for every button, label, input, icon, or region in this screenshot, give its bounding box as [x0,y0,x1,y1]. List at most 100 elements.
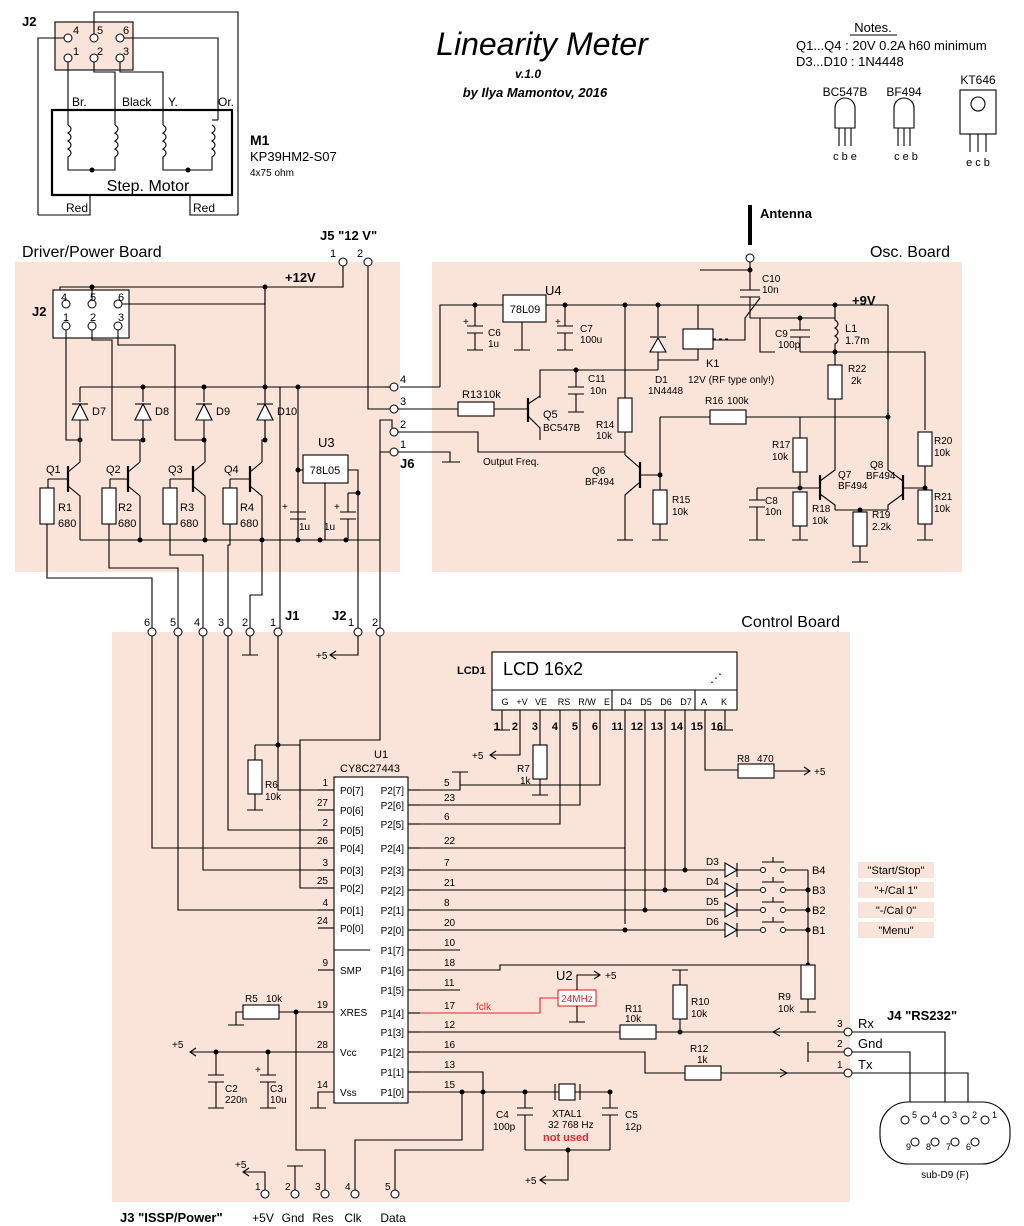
svg-text:Or.: Or. [218,95,234,109]
button-label-text: "Menu" [878,925,913,937]
lcd-pin-label: E [604,697,610,707]
driver-board: J5 "12 V" 1 2 +12V J2 4 5 6 1 2 3 [32,228,414,637]
svg-text:1k: 1k [520,776,532,787]
button-label-text: "+/Cal 1" [875,885,918,897]
dsub-pin [950,1137,960,1147]
svg-text:+5: +5 [316,651,328,662]
lcd-pin-label: VE [535,697,547,707]
relay-k1: K1 12V (RF type only!) [658,297,775,386]
mcu-pin-name: P2[6] [381,801,405,812]
package-pins: c e b [894,151,918,163]
lcd-pin-number: 15 [691,721,703,733]
j2b-header: J2 1 2 [332,608,385,637]
lcd-pin-number: 11 [611,721,623,733]
svg-text:R19: R19 [872,510,891,521]
j3-pin-number: 3 [315,1182,321,1193]
regulator-u3: U3 78L05 [295,387,359,540]
svg-text:C10: C10 [762,274,781,285]
lcd-pin-number: 1 [494,721,500,733]
j3-pin [350,1189,360,1199]
resistor-r15: R15 10k [652,475,691,541]
svg-text:4: 4 [61,292,67,304]
svg-text:6: 6 [118,292,124,304]
dsub-pin [980,1115,990,1125]
button-diode [724,862,739,878]
svg-text:1: 1 [73,46,79,58]
svg-text:10k: 10k [812,516,829,527]
svg-text:+5: +5 [605,971,617,982]
svg-text:fclk: fclk [476,1002,492,1013]
lcd-pin-label: A [701,697,707,707]
button-ref: B4 [812,865,825,877]
mcu-pin-number: 4 [322,898,328,909]
transistor-q1: Q1 [46,461,81,540]
svg-text:1k: 1k [697,1055,709,1066]
mcu-pin-number: 15 [444,1080,456,1091]
lcd-pin-number: 12 [631,721,643,733]
svg-text:10n: 10n [590,386,607,397]
dsub-pin-number: 2 [972,1110,977,1120]
svg-text:1u: 1u [324,522,335,533]
svg-text:R11: R11 [625,1004,643,1015]
button-labels: "Start/Stop""+/Cal 1""-/Cal 0""Menu" [858,862,934,938]
svg-text:10k: 10k [265,792,282,803]
j3-pin [320,1189,330,1199]
mcu-right-pins: 5P2[7]23P2[6]6P2[5]22P2[4]7P2[3]21P2[2]8… [381,778,685,1099]
dsub-pin-number: 4 [932,1110,937,1120]
mcu-pin-name: P1[5] [381,986,405,997]
lcd-pin-label: +V [516,697,527,707]
mcu-pin-name: P0[7] [340,786,364,797]
svg-text:10k: 10k [596,431,613,442]
lcd-led-icon: ⋰ [710,671,722,685]
svg-text:D10: D10 [277,406,297,418]
svg-text:Q2: Q2 [106,464,121,476]
author: by Ilya Mamontov, 2016 [463,85,608,100]
svg-text:Q3: Q3 [168,464,183,476]
svg-text:2: 2 [90,312,96,324]
mcu-pin-number: 9 [322,958,328,969]
mcu-pin-name: P0[3] [340,866,364,877]
package-name: BC547B [823,85,868,99]
svg-text:4: 4 [73,25,79,37]
crystal-xtal1: XTAL1 32 768 Hz not used [525,1083,610,1144]
svg-text:R17: R17 [772,440,791,451]
svg-text:R2: R2 [118,502,132,514]
svg-text:680: 680 [240,518,258,530]
resistor-r5: R5 10k [228,994,334,1026]
lcd-title: LCD 16x2 [503,659,583,679]
svg-text:10k: 10k [772,452,789,463]
oscillator-u2: U2 24MHz +5 fclk [420,968,617,1023]
j3-pin-number: 5 [385,1182,391,1193]
transistor-q5: Q5 BC547B [526,395,581,440]
svg-text:Q4: Q4 [224,464,239,476]
package-bf494: BF494 c e b [886,85,922,163]
stepper-motor-assembly: J2 4 5 6 1 2 3 Br. Black Y. Or. Step. Mo… [22,11,337,216]
svg-text:R20: R20 [934,436,953,447]
resistor-r16: R16 100k [659,396,888,475]
resistor-r9: R9 10k [778,964,816,1015]
j3-pin-name: Data [380,1211,406,1225]
resistor-r6: R6 10k [247,745,282,811]
resistor-r14: R14 10k [596,305,633,455]
svg-text:1: 1 [63,312,69,324]
svg-text:+5: +5 [172,1040,184,1051]
resistor-r1: R1 680 [39,487,153,630]
mcu-pin-number: 24 [317,916,329,927]
mcu-pin-name: P0[2] [340,884,364,895]
mcu-pin-number: 8 [444,898,450,909]
mcu-pin-name: P2[5] [381,820,405,831]
button-diode-label: D3 [706,857,719,868]
svg-text:+5: +5 [814,767,826,778]
svg-text:R3: R3 [180,502,194,514]
svg-text:L1: L1 [845,323,857,335]
svg-text:R9: R9 [778,992,791,1003]
control-board-area [112,632,850,1202]
control-board-title: Control Board [741,614,840,631]
svg-text:10n: 10n [765,507,782,518]
diode-d9: D9 [195,387,230,443]
lcd-pin-label: D4 [620,697,632,707]
svg-text:10k: 10k [483,389,501,401]
svg-text:2: 2 [242,617,248,629]
